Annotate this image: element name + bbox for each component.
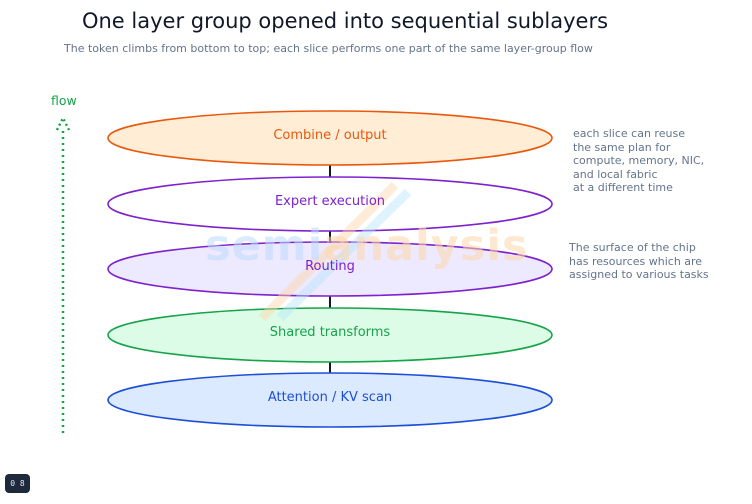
watermark-part1: semi xyxy=(205,221,324,271)
flow-arrow-head xyxy=(55,115,71,131)
layer-label-combine-output: Combine / output xyxy=(273,128,387,143)
diagram-title: One layer group opened into sequential s… xyxy=(81,9,609,33)
layer-ellipse-attention-kv-scan xyxy=(107,372,553,428)
layer-ellipse-shared-transforms xyxy=(107,307,553,363)
layer-label-shared-transforms: Shared transforms xyxy=(269,325,391,340)
note-line: assigned to various tasks xyxy=(569,268,709,281)
watermark-logo xyxy=(258,181,412,322)
note-line: The surface of the chip xyxy=(569,241,696,254)
note-line: at a different time xyxy=(573,181,673,194)
note-line: the same plan for xyxy=(573,140,671,154)
watermark-part2: analysis xyxy=(323,221,529,271)
layer-label-routing: Routing xyxy=(305,259,355,274)
note-line: has resources which are xyxy=(569,254,703,268)
flow-label: flow xyxy=(51,93,77,108)
note-line: each slice can reuse xyxy=(573,127,685,140)
layer-ellipse-combine-output xyxy=(107,110,553,166)
layer-ellipse-expert-execution xyxy=(107,176,553,232)
watermark: semianalysis xyxy=(205,221,529,271)
corner-badge[interactable]: 0 8 xyxy=(5,474,30,493)
layer-label-attention-kv-scan: Attention / KV scan xyxy=(267,390,393,405)
note-line: and local fabric xyxy=(573,167,658,181)
layer-ellipse-routing xyxy=(107,241,553,297)
note-chip-surface: The surface of the chip has resources wh… xyxy=(569,241,709,282)
diagram-subtitle: The token climbs from bottom to top; eac… xyxy=(64,42,593,55)
note-line: compute, memory, NIC, xyxy=(573,154,705,167)
layer-label-expert-execution: Expert execution xyxy=(274,194,386,209)
note-slice-reuse: each slice can reuse the same plan for c… xyxy=(573,127,704,195)
